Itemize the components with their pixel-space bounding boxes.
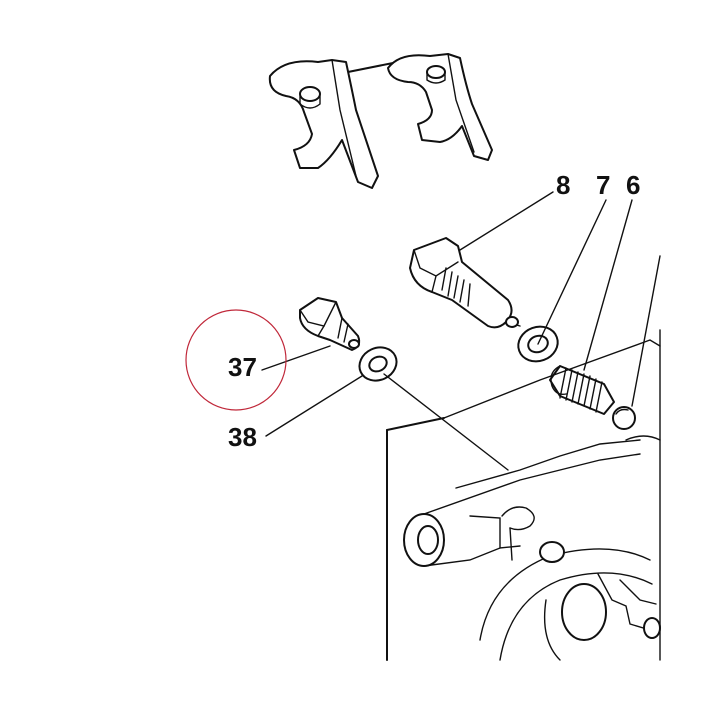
part-6-spring-ball — [549, 365, 636, 430]
callout-8: 8 — [556, 170, 570, 200]
part-38-washer — [358, 346, 398, 382]
leader-lines — [261, 191, 661, 471]
part-37-bolt — [299, 297, 361, 351]
highlight-circle — [185, 309, 287, 411]
shift-fork-assembly — [268, 53, 493, 189]
callout-37: 37 — [228, 352, 257, 382]
callout-6: 6 — [626, 170, 640, 200]
part-8-plug — [409, 237, 521, 329]
callout-7: 7 — [596, 170, 610, 200]
gearbox-housing — [386, 329, 661, 661]
callout-38: 38 — [228, 422, 257, 452]
